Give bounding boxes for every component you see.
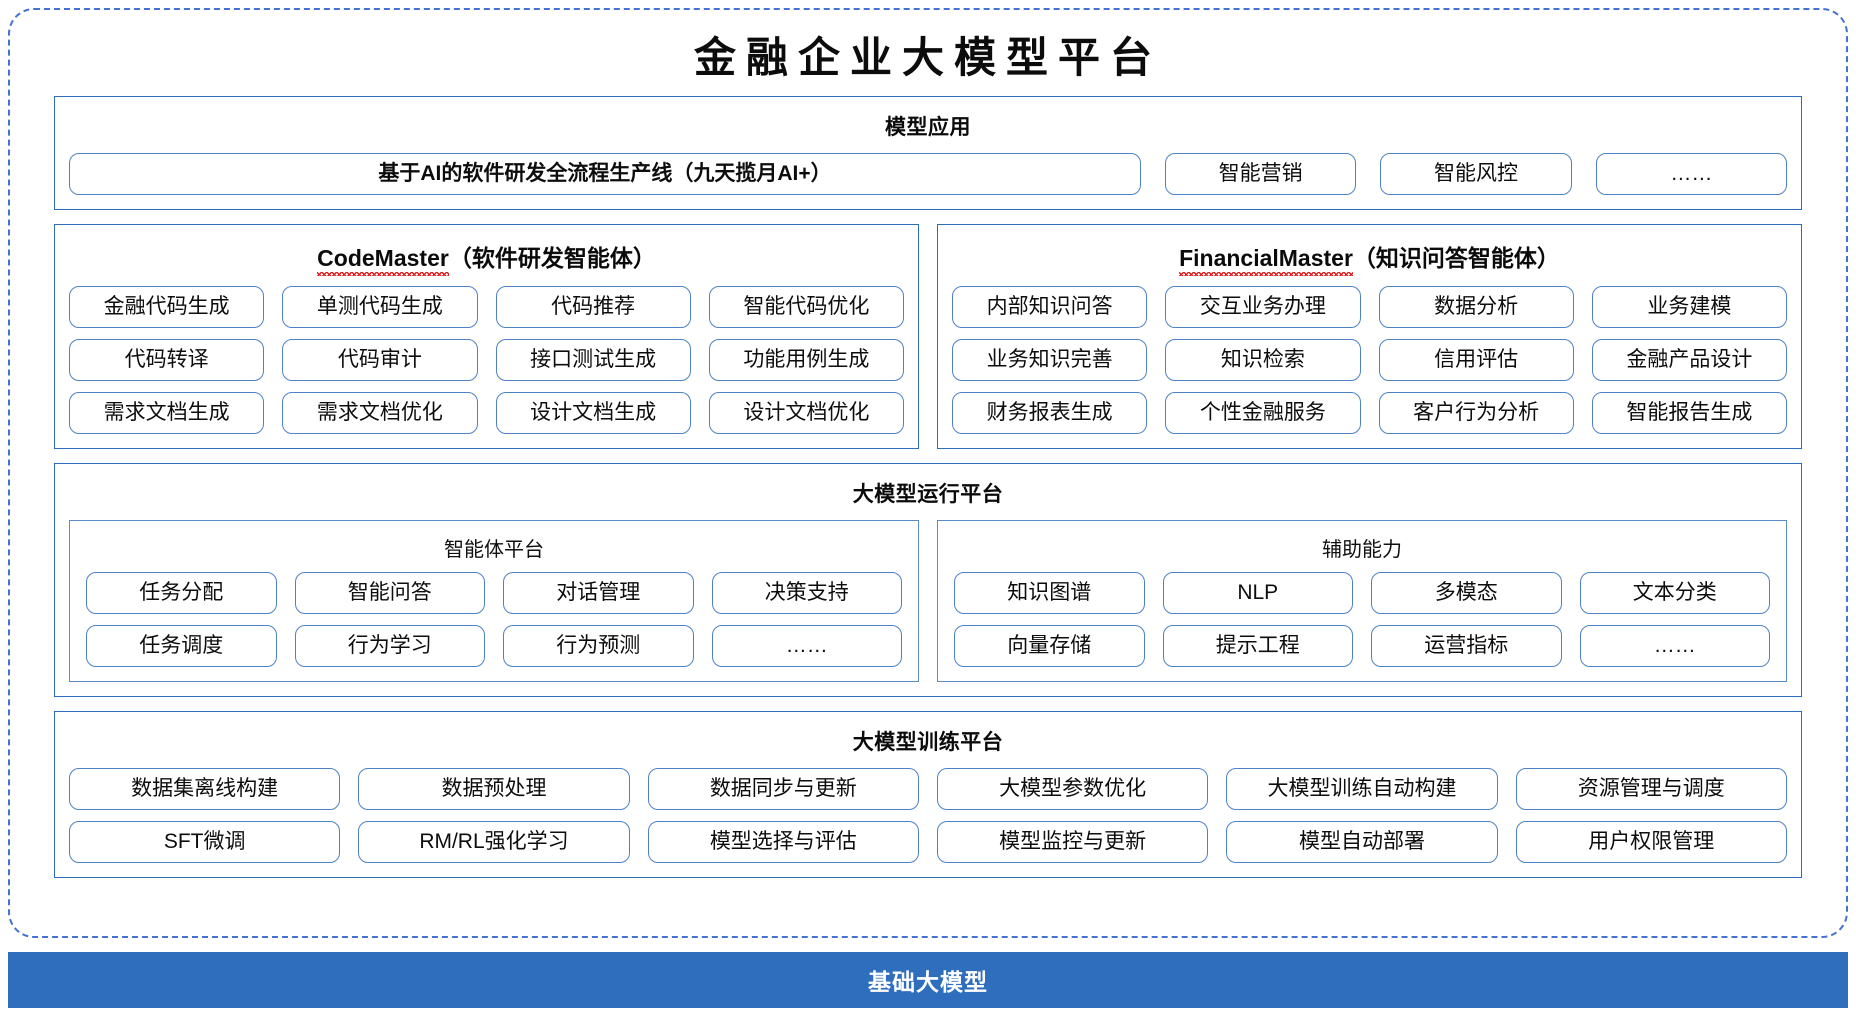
panel-title-training-platform: 大模型训练平台 xyxy=(852,731,1004,755)
agent-platform-row-1: 任务分配 智能问答 对话管理 决策支持 xyxy=(86,572,902,615)
financialmaster-item[interactable]: 业务建模 xyxy=(1591,286,1787,329)
base-model-bar: 基础大模型 xyxy=(8,952,1848,1008)
financialmaster-row-1: 内部知识问答 交互业务办理 数据分析 业务建模 xyxy=(952,286,1787,329)
training-item[interactable]: SFT微调 xyxy=(69,821,341,864)
financialmaster-item[interactable]: 客户行为分析 xyxy=(1378,392,1574,435)
panel-title-codemaster: CodeMaster（软件研发智能体） xyxy=(69,233,904,286)
app-item-primary[interactable]: 基于AI的软件研发全流程生产线（九天揽月AI+） xyxy=(69,153,1141,196)
auxiliary-item[interactable]: NLP xyxy=(1162,572,1353,615)
codemaster-item[interactable]: 金融代码生成 xyxy=(69,286,265,329)
panel-financialmaster: FinancialMaster（知识问答智能体） 内部知识问答 交互业务办理 数… xyxy=(937,224,1802,450)
agent-platform-item[interactable]: 对话管理 xyxy=(503,572,694,615)
training-row-2: SFT微调 RM/RL强化学习 模型选择与评估 模型监控与更新 模型自动部署 用… xyxy=(69,821,1787,864)
financialmaster-item[interactable]: 信用评估 xyxy=(1378,339,1574,382)
panel-codemaster: CodeMaster（软件研发智能体） 金融代码生成 单测代码生成 代码推荐 智… xyxy=(54,224,919,450)
agent-platform-item[interactable]: 行为学习 xyxy=(294,625,485,668)
training-row-1: 数据集离线构建 数据预处理 数据同步与更新 大模型参数优化 大模型训练自动构建 … xyxy=(69,768,1787,811)
app-item-risk-control[interactable]: 智能风控 xyxy=(1380,153,1572,196)
training-item[interactable]: 用户权限管理 xyxy=(1515,821,1787,864)
financialmaster-item[interactable]: 交互业务办理 xyxy=(1165,286,1361,329)
codemaster-item[interactable]: 功能用例生成 xyxy=(708,339,904,382)
financialmaster-item[interactable]: 内部知识问答 xyxy=(952,286,1148,329)
subpanel-agent-platform: 智能体平台 任务分配 智能问答 对话管理 决策支持 任务调度 行为学习 行为预测… xyxy=(69,520,919,683)
financialmaster-latin-name: FinancialMaster xyxy=(1179,245,1353,277)
financialmaster-item[interactable]: 数据分析 xyxy=(1378,286,1574,329)
agents-area: CodeMaster（软件研发智能体） 金融代码生成 单测代码生成 代码推荐 智… xyxy=(54,224,1802,450)
financialmaster-item[interactable]: 财务报表生成 xyxy=(952,392,1148,435)
codemaster-latin-name: CodeMaster xyxy=(317,245,449,277)
codemaster-item[interactable]: 需求文档优化 xyxy=(282,392,478,435)
codemaster-item[interactable]: 代码推荐 xyxy=(495,286,691,329)
financialmaster-item[interactable]: 业务知识完善 xyxy=(952,339,1148,382)
app-item-marketing[interactable]: 智能营销 xyxy=(1165,153,1357,196)
codemaster-item[interactable]: 需求文档生成 xyxy=(69,392,265,435)
agent-platform-item[interactable]: 智能问答 xyxy=(294,572,485,615)
training-item[interactable]: 数据同步与更新 xyxy=(647,768,919,811)
codemaster-cn-name: （软件研发智能体） xyxy=(448,245,656,272)
codemaster-item[interactable]: 设计文档优化 xyxy=(708,392,904,435)
financialmaster-item[interactable]: 个性金融服务 xyxy=(1165,392,1361,435)
panel-title-runtime-platform: 大模型运行平台 xyxy=(852,483,1004,507)
training-item[interactable]: 大模型训练自动构建 xyxy=(1226,768,1498,811)
subpanel-auxiliary-capability: 辅助能力 知识图谱 NLP 多模态 文本分类 向量存储 提示工程 运营指标 …… xyxy=(937,520,1787,683)
financialmaster-row-2: 业务知识完善 知识检索 信用评估 金融产品设计 xyxy=(952,339,1787,382)
model-application-row: 基于AI的软件研发全流程生产线（九天揽月AI+） 智能营销 智能风控 …… xyxy=(69,153,1787,196)
codemaster-item[interactable]: 代码审计 xyxy=(282,339,478,382)
agent-platform-item[interactable]: 决策支持 xyxy=(711,572,902,615)
auxiliary-row-1: 知识图谱 NLP 多模态 文本分类 xyxy=(954,572,1770,615)
financialmaster-item[interactable]: 智能报告生成 xyxy=(1591,392,1787,435)
auxiliary-item[interactable]: 多模态 xyxy=(1371,572,1562,615)
panel-training-platform: 大模型训练平台 数据集离线构建 数据预处理 数据同步与更新 大模型参数优化 大模… xyxy=(54,711,1802,879)
codemaster-item[interactable]: 智能代码优化 xyxy=(708,286,904,329)
auxiliary-item[interactable]: 向量存储 xyxy=(954,625,1145,668)
financialmaster-item[interactable]: 金融产品设计 xyxy=(1591,339,1787,382)
agent-platform-item-more[interactable]: …… xyxy=(711,625,902,668)
auxiliary-item[interactable]: 文本分类 xyxy=(1579,572,1770,615)
agent-platform-item[interactable]: 任务分配 xyxy=(86,572,277,615)
training-item[interactable]: 大模型参数优化 xyxy=(936,768,1209,811)
training-item[interactable]: 模型自动部署 xyxy=(1226,821,1498,864)
agent-platform-item[interactable]: 任务调度 xyxy=(86,625,277,668)
training-item[interactable]: 数据集离线构建 xyxy=(69,768,341,811)
runtime-split: 智能体平台 任务分配 智能问答 对话管理 决策支持 任务调度 行为学习 行为预测… xyxy=(69,520,1787,683)
financialmaster-row-3: 财务报表生成 个性金融服务 客户行为分析 智能报告生成 xyxy=(952,392,1787,435)
agent-platform-item[interactable]: 行为预测 xyxy=(503,625,694,668)
codemaster-item[interactable]: 代码转译 xyxy=(69,339,265,382)
panel-model-application: 模型应用 基于AI的软件研发全流程生产线（九天揽月AI+） 智能营销 智能风控 … xyxy=(54,96,1802,211)
subpanel-title-agent-platform: 智能体平台 xyxy=(444,539,544,562)
auxiliary-item[interactable]: 知识图谱 xyxy=(954,572,1145,615)
financialmaster-item[interactable]: 知识检索 xyxy=(1165,339,1361,382)
codemaster-item[interactable]: 接口测试生成 xyxy=(495,339,691,382)
training-item[interactable]: 数据预处理 xyxy=(358,768,630,811)
codemaster-item[interactable]: 设计文档生成 xyxy=(495,392,691,435)
auxiliary-item[interactable]: 运营指标 xyxy=(1371,625,1562,668)
agent-platform-row-2: 任务调度 行为学习 行为预测 …… xyxy=(86,625,902,668)
auxiliary-row-2: 向量存储 提示工程 运营指标 …… xyxy=(954,625,1770,668)
codemaster-row-3: 需求文档生成 需求文档优化 设计文档生成 设计文档优化 xyxy=(69,392,904,435)
app-item-more[interactable]: …… xyxy=(1595,153,1787,196)
panel-runtime-platform: 大模型运行平台 智能体平台 任务分配 智能问答 对话管理 决策支持 任务调度 行… xyxy=(54,463,1802,698)
training-item[interactable]: 模型选择与评估 xyxy=(647,821,919,864)
panel-title-model-application: 模型应用 xyxy=(885,116,971,140)
training-item[interactable]: RM/RL强化学习 xyxy=(358,821,630,864)
outer-dashed-frame: 金融企业大模型平台 模型应用 基于AI的软件研发全流程生产线（九天揽月AI+） … xyxy=(8,8,1848,938)
panel-title-financialmaster: FinancialMaster（知识问答智能体） xyxy=(952,233,1787,286)
training-item[interactable]: 资源管理与调度 xyxy=(1515,768,1787,811)
page-title: 金融企业大模型平台 xyxy=(693,36,1162,82)
base-model-label: 基础大模型 xyxy=(868,969,988,995)
financialmaster-cn-name: （知识问答智能体） xyxy=(1352,245,1560,272)
codemaster-row-2: 代码转译 代码审计 接口测试生成 功能用例生成 xyxy=(69,339,904,382)
auxiliary-item[interactable]: 提示工程 xyxy=(1162,625,1353,668)
subpanel-title-auxiliary-capability: 辅助能力 xyxy=(1322,539,1402,562)
codemaster-row-1: 金融代码生成 单测代码生成 代码推荐 智能代码优化 xyxy=(69,286,904,329)
auxiliary-item-more[interactable]: …… xyxy=(1579,625,1770,668)
training-item[interactable]: 模型监控与更新 xyxy=(936,821,1209,864)
codemaster-item[interactable]: 单测代码生成 xyxy=(282,286,478,329)
